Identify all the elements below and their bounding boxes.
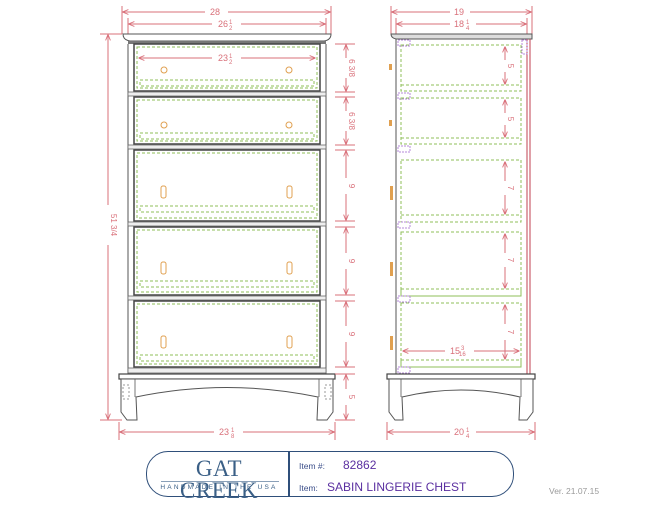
side-drawer-height-dims: 5 5 7 7 7	[505, 47, 515, 359]
dim-side-box-1: 5	[506, 64, 515, 69]
dim-base-width: 23	[219, 427, 229, 437]
front-drawer-2	[133, 96, 321, 145]
dim-side-box-5: 7	[506, 330, 515, 335]
brand-tagline: HANDMADE IN THE USA	[160, 484, 278, 491]
dim-overall-depth: 19	[454, 7, 464, 17]
side-base	[386, 373, 536, 421]
front-drawer-height-dims: 6 3/8 6 3/8 9 9 9 5	[335, 43, 356, 421]
side-runners	[397, 39, 528, 374]
dim-side-box-2: 5	[506, 117, 515, 122]
dim-overall-top-width: 28	[210, 7, 220, 17]
dim-overall-height: 51 3/4	[109, 214, 118, 237]
dim-drawer-3-height: 9	[347, 184, 356, 189]
side-view: 19 18 1 4	[386, 6, 536, 440]
dim-drawer-4-height: 9	[347, 259, 356, 264]
dim-drawer-depth-frac: 3	[461, 346, 465, 352]
item-name-value: SABIN LINGERIE CHEST	[327, 480, 467, 494]
dim-drawer-1-height: 6 3/8	[347, 59, 356, 77]
dim-drawer-depth: 15	[450, 346, 460, 356]
dim-side-box-4: 7	[506, 258, 515, 263]
dim-carcass-depth-frac: 1	[466, 20, 470, 26]
dim-base-depth-frac: 1	[466, 428, 470, 434]
dim-drawer-width: 23	[218, 53, 228, 63]
item-name-label: Item:	[299, 483, 318, 493]
front-drawer-5	[133, 300, 321, 368]
title-block: GAT CREEK HANDMADE IN THE USA Item #: 82…	[146, 451, 514, 502]
dim-base-width-frac: 1	[231, 428, 235, 434]
dim-base-width-frac-den: 8	[231, 434, 235, 440]
brand-logo: GAT CREEK	[180, 456, 258, 503]
dim-drawer-width-frac: 1	[229, 54, 233, 60]
side-drawer-boxes	[400, 44, 522, 368]
dim-carcass-depth-frac-den: 4	[466, 26, 470, 32]
item-number-value: 82862	[343, 458, 377, 472]
front-drawer-1: 23 1 2	[133, 43, 321, 92]
dim-carcass-width-frac: 1	[229, 20, 233, 26]
dim-carcass-depth: 18	[454, 19, 464, 29]
dim-base-depth: 20	[454, 427, 464, 437]
version-label: Ver. 21.07.15	[549, 486, 600, 496]
front-base	[118, 373, 336, 421]
dim-base-height: 5	[347, 395, 356, 400]
dim-base-depth-frac-den: 4	[466, 434, 470, 440]
dim-drawer-width-frac-den: 2	[229, 60, 233, 66]
side-hardware	[389, 64, 393, 350]
item-number-label: Item #:	[299, 461, 325, 471]
front-drawer-3	[133, 149, 321, 222]
front-drawer-4	[133, 226, 321, 296]
dim-drawer-5-height: 9	[347, 332, 356, 337]
title-block-divider	[288, 452, 290, 496]
dim-carcass-width-frac-den: 2	[229, 26, 233, 32]
dim-drawer-2-height: 6 3/8	[347, 112, 356, 130]
dim-side-box-3: 7	[506, 186, 515, 191]
dim-carcass-width: 26	[218, 19, 228, 29]
logo-divider	[161, 481, 279, 482]
dim-drawer-depth-frac-den: 16	[459, 352, 466, 358]
front-view: 28 26 1 2 23 1 2	[100, 6, 356, 440]
